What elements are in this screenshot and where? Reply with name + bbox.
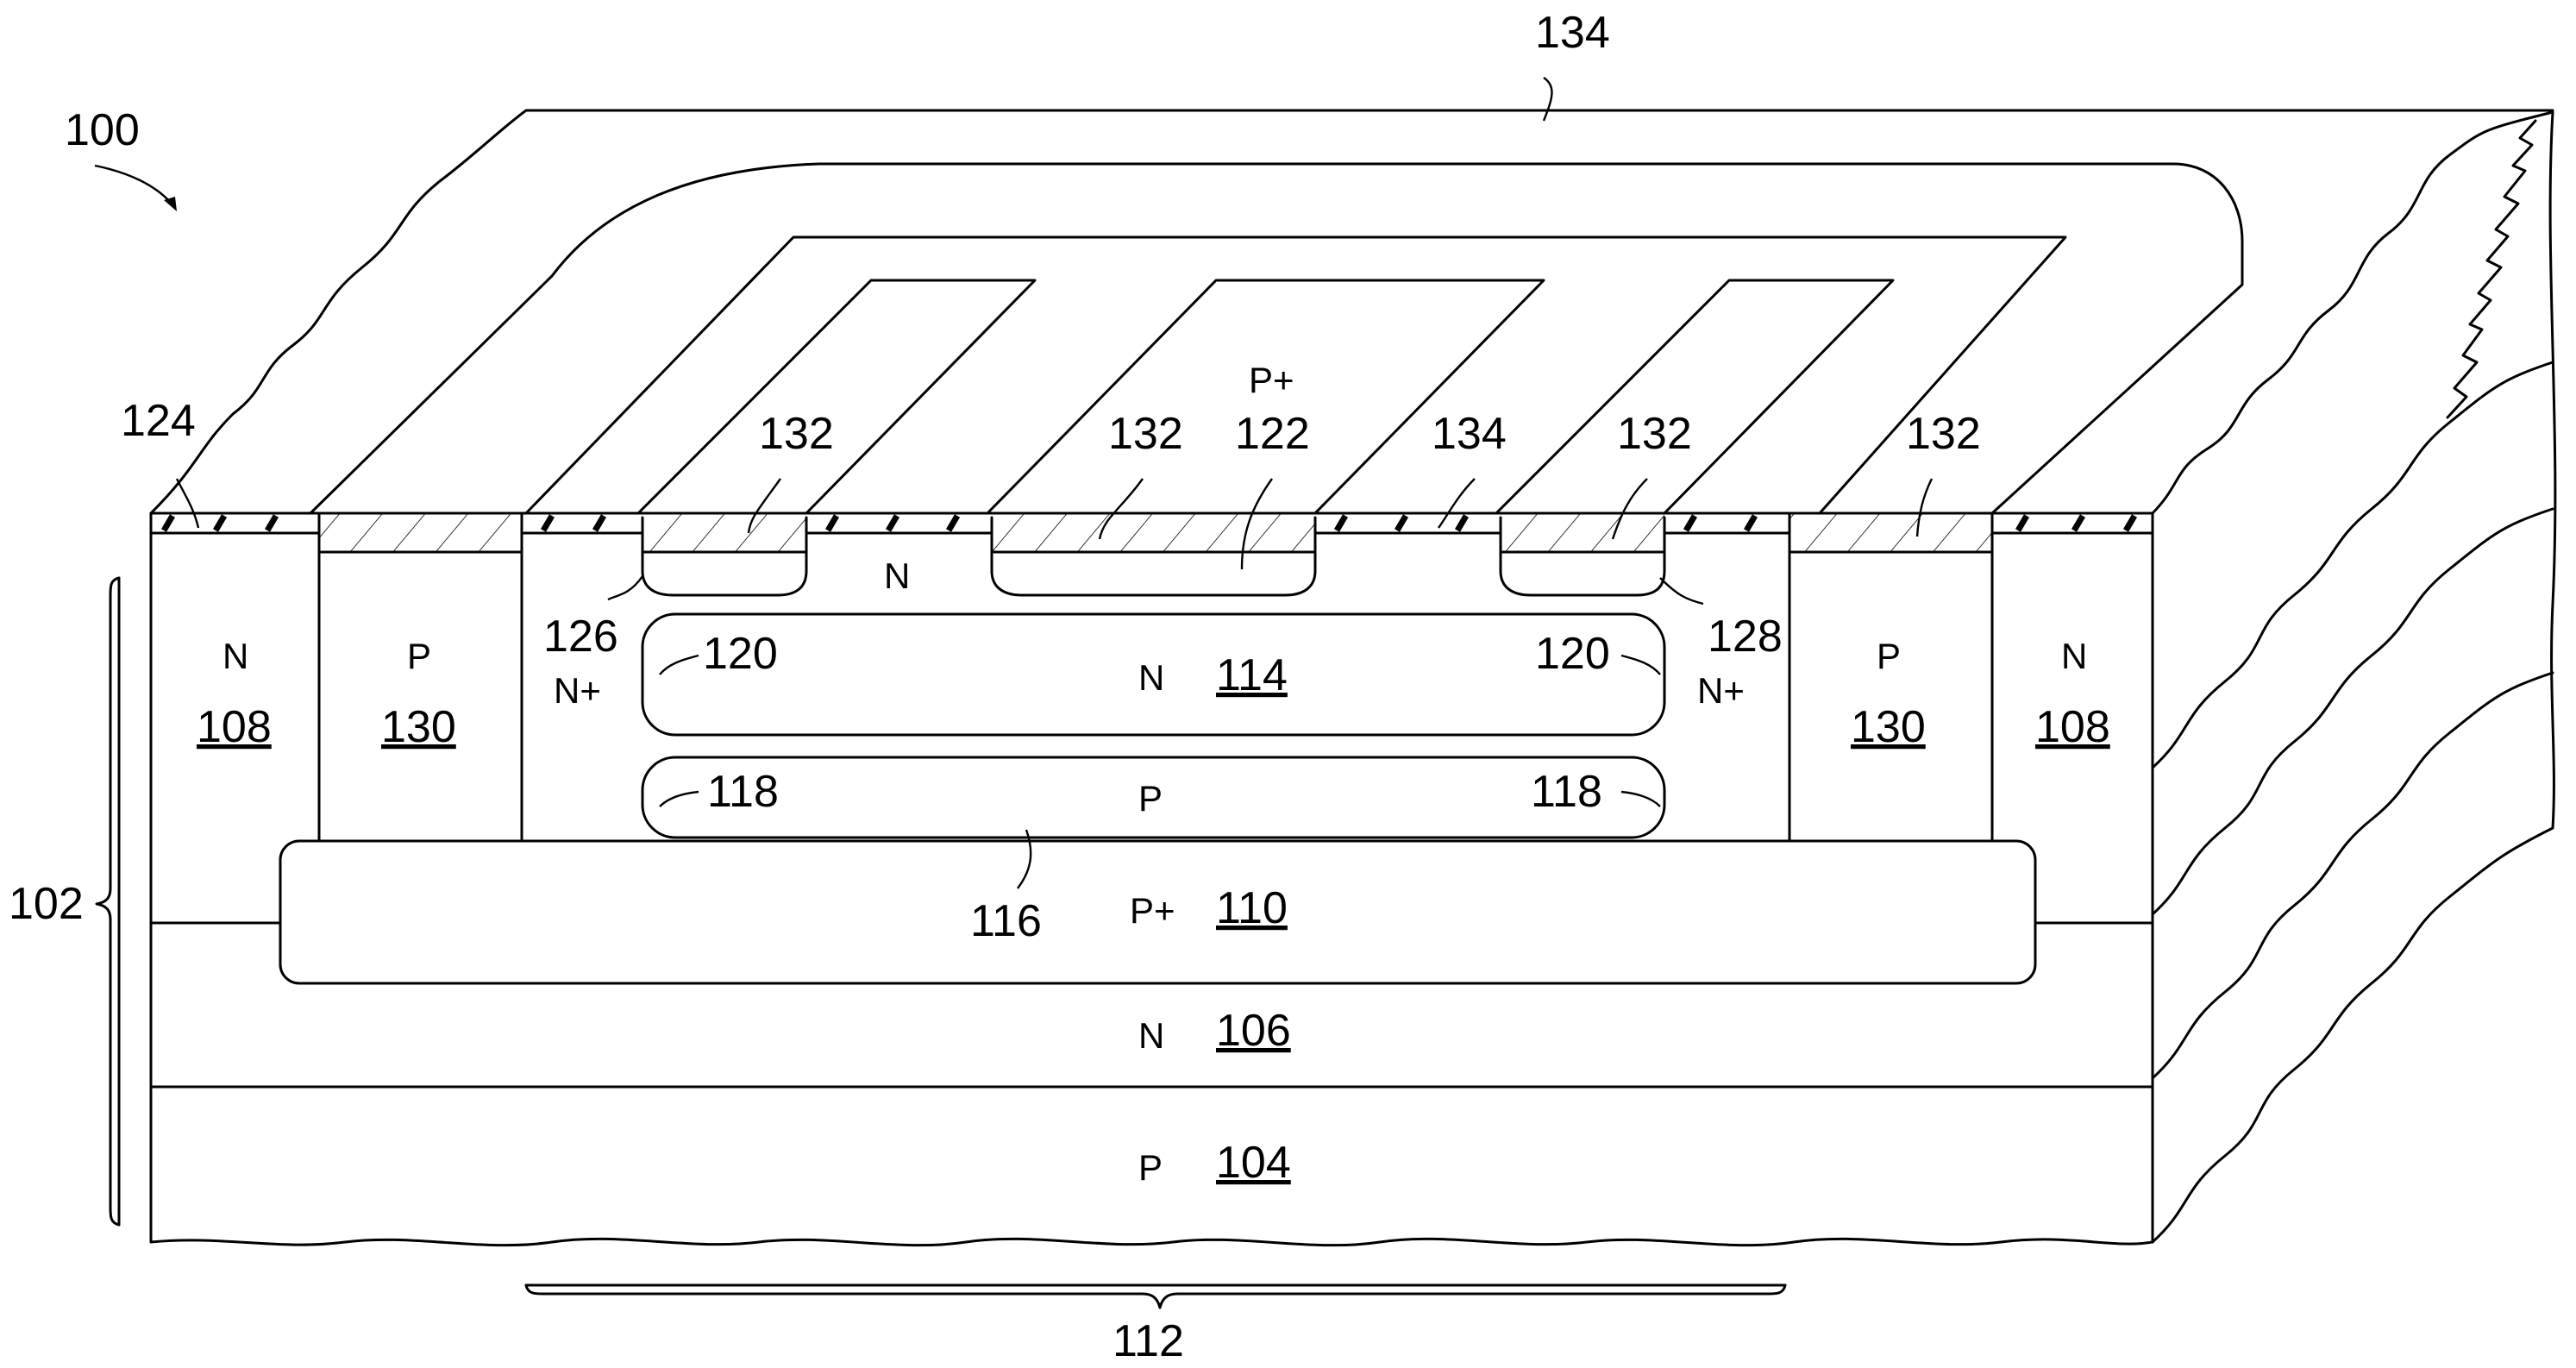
p130-left-doping: P — [407, 636, 431, 676]
n108-left-ref: 108 — [197, 702, 272, 752]
top-surface-134 — [149, 109, 2554, 515]
label-134-mid: 134 — [1432, 409, 1507, 459]
label-126: 126 — [543, 612, 618, 662]
n-well-doping: N — [884, 555, 910, 596]
label-120-right: 120 — [1535, 629, 1610, 679]
label-112: 112 — [1113, 1316, 1184, 1366]
bracket-112 — [524, 1283, 1787, 1309]
label-122: 122 — [1235, 409, 1310, 459]
label-118-right: 118 — [1531, 767, 1602, 817]
leader-lines — [94, 77, 1934, 889]
figure-number-label: 100 — [65, 105, 140, 155]
p-layer-doping: P — [1138, 778, 1163, 819]
label-128-doping: N+ — [1697, 670, 1745, 711]
n108-right-ref: 108 — [2035, 702, 2110, 752]
bracket-102 — [95, 576, 121, 1227]
label-120-left: 120 — [703, 629, 778, 679]
front-face — [149, 511, 2154, 1247]
n106-doping: N — [1138, 1015, 1164, 1056]
pplus110-doping: P+ — [1130, 890, 1175, 931]
p130-right-doping: P — [1877, 636, 1901, 676]
label-122-doping: P+ — [1249, 360, 1294, 400]
label-132-a: 132 — [759, 409, 834, 459]
right-side-face — [2151, 110, 2557, 1244]
oxide-layer-124 — [149, 511, 2154, 554]
p130-left-ref: 130 — [381, 702, 456, 752]
label-132-b: 132 — [1108, 409, 1183, 459]
n114-ref: 114 — [1216, 650, 1288, 700]
p130-right-ref: 130 — [1851, 702, 1926, 752]
label-126-doping: N+ — [554, 670, 601, 711]
label-132-c: 132 — [1617, 409, 1692, 459]
label-128: 128 — [1708, 612, 1783, 662]
label-134-top: 134 — [1535, 8, 1610, 58]
pplus110-ref: 110 — [1216, 883, 1288, 933]
labels: 100 134 124 132 132 P+ 122 134 132 132 N… — [9, 8, 2110, 1366]
p104-ref: 104 — [1216, 1138, 1291, 1188]
label-102: 102 — [9, 879, 84, 929]
n106-ref: 106 — [1216, 1006, 1291, 1056]
label-124: 124 — [121, 396, 196, 446]
n108-right-doping: N — [2061, 636, 2087, 676]
label-118-left: 118 — [707, 767, 779, 817]
n108-left-doping: N — [223, 636, 248, 676]
n114-doping: N — [1138, 657, 1164, 698]
p104-doping: P — [1138, 1147, 1163, 1188]
label-116: 116 — [970, 896, 1042, 946]
label-132-d: 132 — [1906, 409, 1981, 459]
